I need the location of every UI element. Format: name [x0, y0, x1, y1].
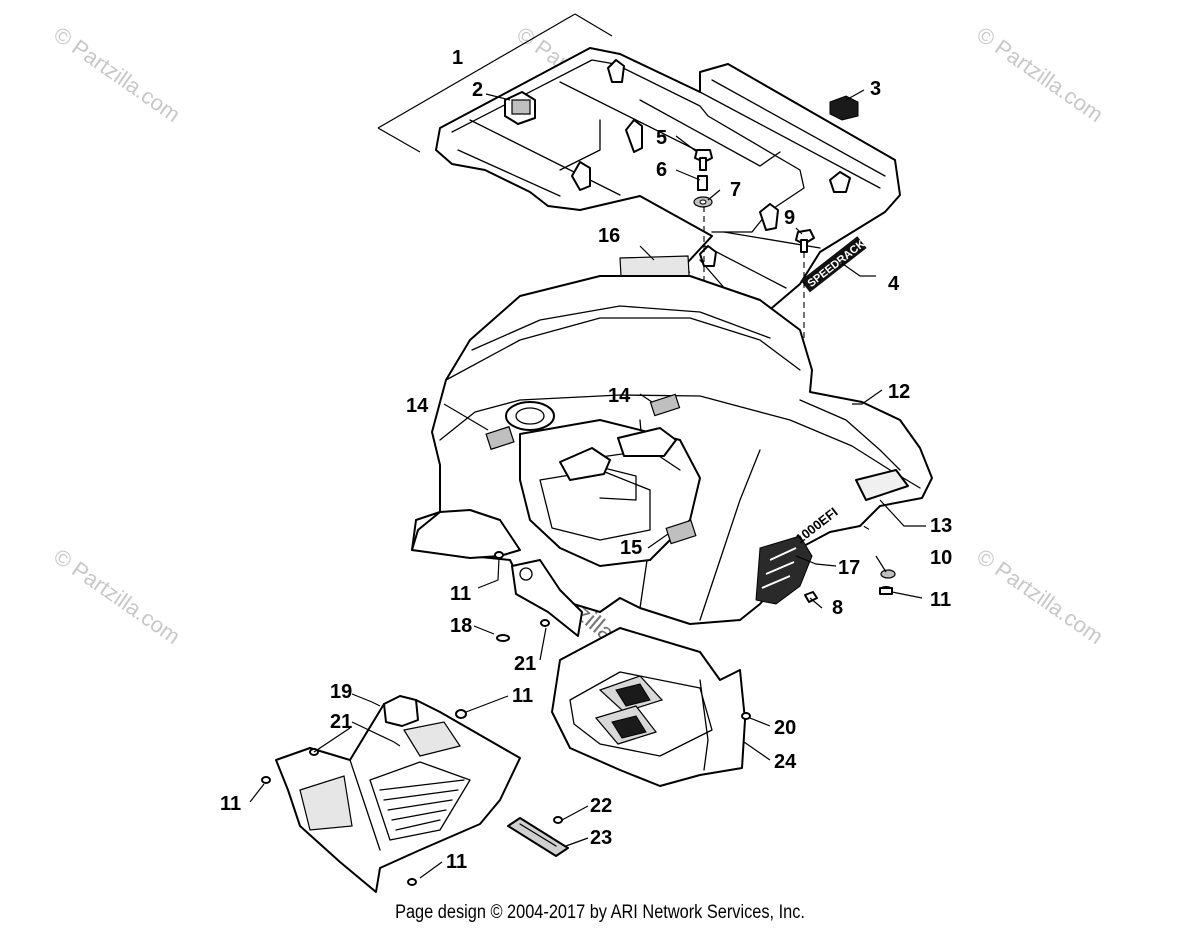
handle-grip	[511, 99, 531, 115]
callout-11-left: 11	[220, 793, 241, 815]
watermark-top-left: © Partzilla.com	[49, 22, 185, 128]
fastener-stack	[693, 149, 713, 208]
callout-11-bottom: 11	[446, 851, 467, 873]
callout-3: 3	[870, 78, 881, 100]
decal-14-right	[649, 393, 681, 417]
callout-2: 2	[472, 79, 483, 101]
callout-9: 9	[784, 207, 795, 229]
callout-24: 24	[774, 751, 797, 773]
watermark-mid-right: © Partzilla.com	[972, 544, 1108, 650]
fender-fasteners	[494, 551, 896, 642]
callout-5: 5	[656, 127, 667, 149]
page-footer: Page design © 2004-2017 by ARI Network S…	[395, 902, 805, 923]
rear-fender: 1000EFI	[411, 275, 933, 637]
callout-13: 13	[930, 515, 952, 537]
rack-group-bracket	[377, 13, 613, 153]
callout-21-footwell: 21	[330, 711, 352, 733]
step-plate	[507, 816, 569, 857]
callout-12: 12	[888, 381, 910, 403]
rack-clip	[829, 95, 859, 121]
leader-lines	[249, 89, 926, 879]
callout-14-right: 14	[608, 385, 631, 407]
callouts: 1 2 3 4 5 6 7 8 9 10 11 11 11 11 11 12 1…	[220, 47, 952, 873]
callout-14-left: 14	[406, 395, 429, 417]
footwell-right	[551, 627, 751, 787]
callout-20: 20	[774, 717, 796, 739]
callout-1: 1	[452, 47, 463, 69]
callout-4: 4	[888, 273, 900, 295]
callout-11-fender: 11	[450, 583, 471, 605]
callout-8: 8	[832, 597, 843, 619]
footwell-left	[261, 695, 521, 893]
callout-11-footwell-top: 11	[512, 685, 533, 707]
decal-15	[665, 519, 697, 545]
watermark-top-right: © Partzilla.com	[972, 22, 1108, 128]
callout-15: 15	[620, 537, 642, 559]
rack-handle	[504, 91, 536, 125]
callout-6: 6	[656, 159, 667, 181]
callout-16: 16	[598, 225, 620, 247]
callout-19: 19	[330, 681, 352, 703]
decal-14-left	[485, 425, 515, 451]
callout-11-right: 11	[930, 589, 951, 611]
callout-7: 7	[730, 179, 741, 201]
callout-23: 23	[590, 827, 612, 849]
callout-21-fender: 21	[514, 653, 536, 675]
watermark-mid-left: © Partzilla.com	[49, 544, 185, 650]
callout-22: 22	[590, 795, 612, 817]
callout-10: 10	[930, 547, 952, 569]
callout-18: 18	[450, 615, 472, 637]
callout-17: 17	[838, 557, 860, 579]
